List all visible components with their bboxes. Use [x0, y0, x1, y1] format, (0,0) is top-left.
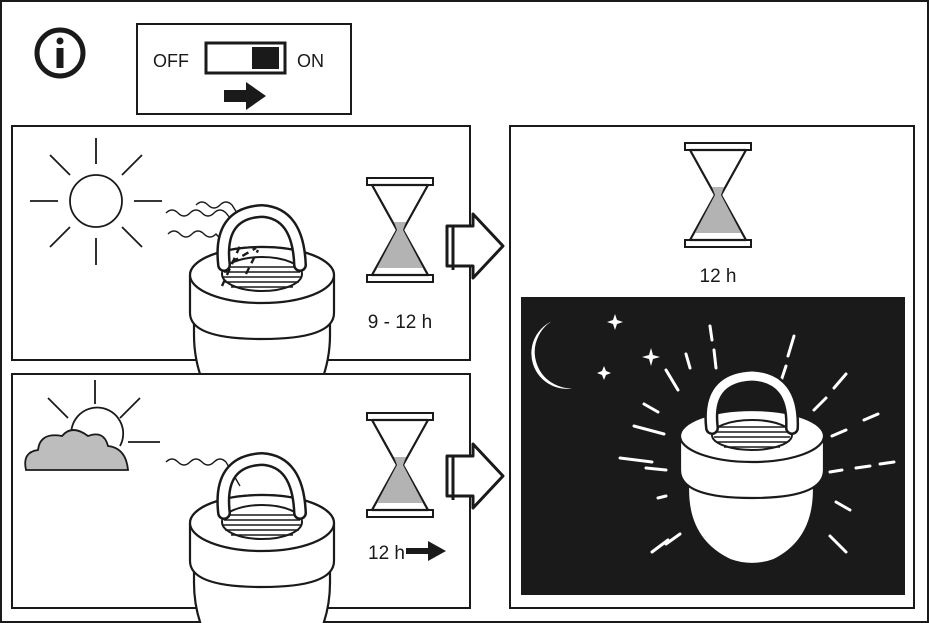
panel-cloudy: 12 h — [12, 374, 503, 623]
panel-sunny: 9 - 12 h — [12, 126, 503, 385]
switch-on-label: ON — [297, 51, 324, 71]
switch-instruction: OFF ON — [137, 24, 351, 114]
sunny-duration-label: 9 - 12 h — [368, 312, 432, 333]
cloudy-duration-label: 12 h — [368, 543, 405, 564]
switch-off-label: OFF — [153, 51, 189, 71]
result-duration-label: 12 h — [700, 266, 737, 287]
switch-toggle-icon — [206, 43, 285, 73]
panel-result: 12 h — [510, 126, 914, 608]
night-scene — [521, 297, 905, 595]
info-icon — [37, 30, 83, 76]
